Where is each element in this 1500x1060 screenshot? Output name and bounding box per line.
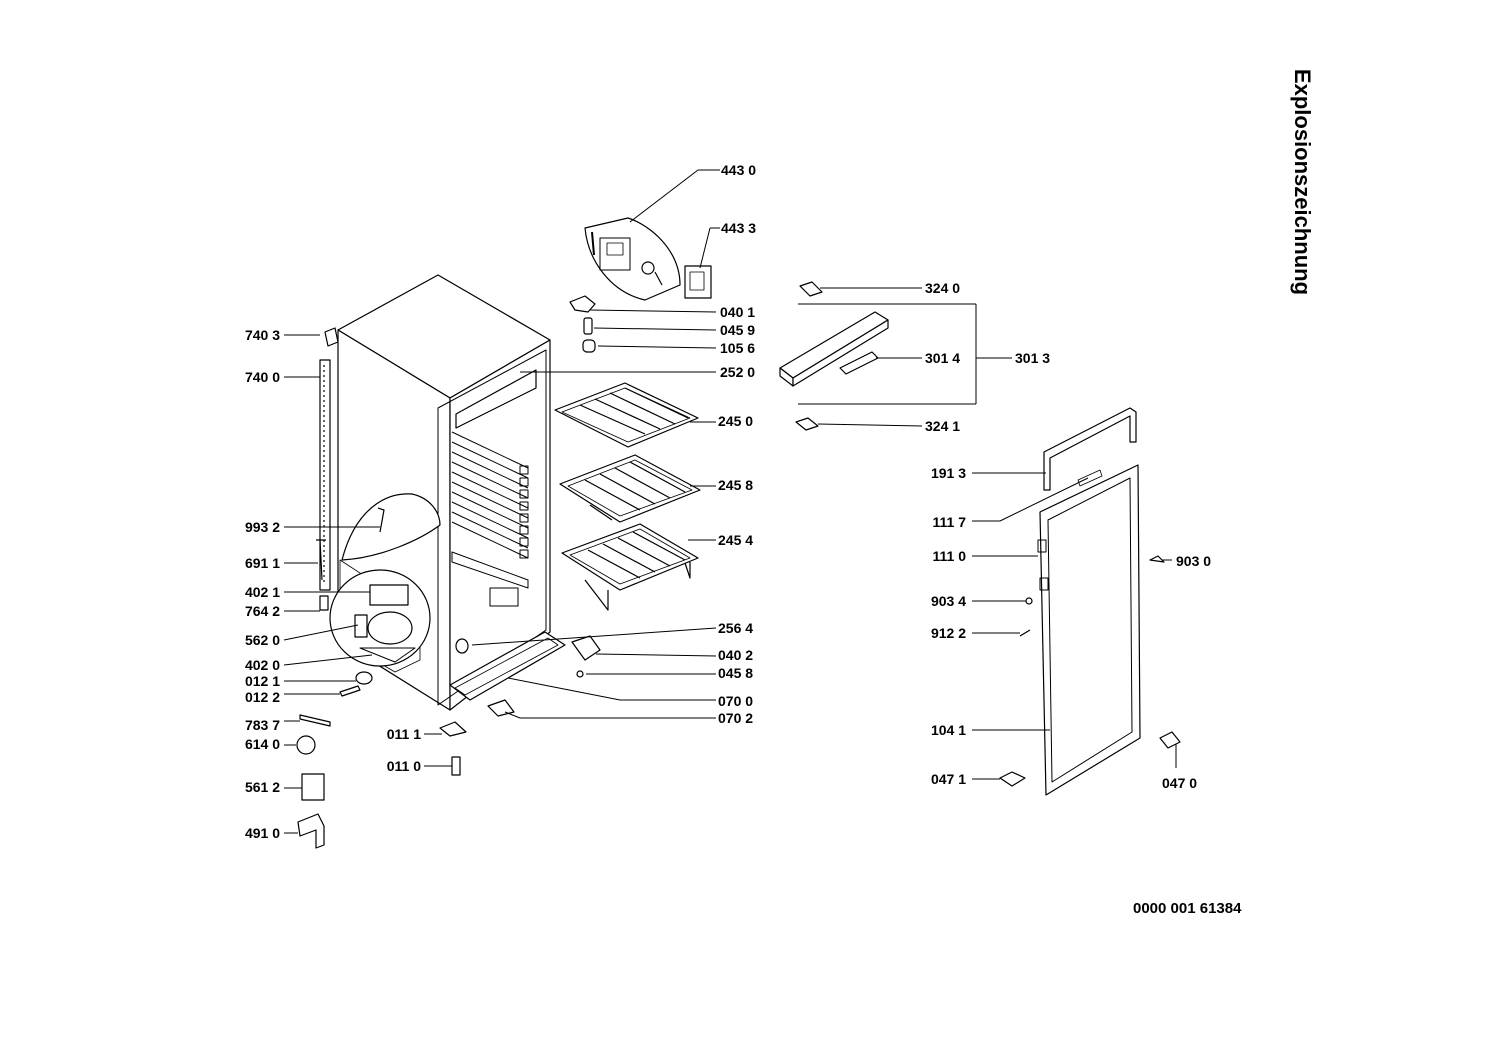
part-label: 011 1: [386, 726, 421, 742]
part-label: 783 7: [244, 717, 280, 733]
condenser: [319, 327, 339, 591]
part-label: 740 3: [244, 327, 280, 343]
thermostat-assembly: [584, 217, 712, 301]
part-label: 252 0: [720, 364, 756, 380]
part-label: 070 2: [718, 710, 754, 726]
part-label: 245 0: [718, 413, 754, 429]
part-label: 047 0: [1162, 775, 1198, 791]
part-label: 301 3: [1015, 350, 1051, 366]
part-label: 324 1: [925, 418, 961, 434]
part-label: 040 1: [720, 304, 756, 320]
part-label: 047 1: [930, 771, 966, 787]
part-label: 562 0: [244, 632, 280, 648]
part-label: 012 2: [244, 689, 280, 705]
compressor-detail: [329, 569, 431, 667]
part-label: 740 0: [244, 369, 280, 385]
door-gasket: [1043, 407, 1137, 491]
part-label: 443 3: [721, 220, 757, 236]
small-parts-040-1-045-9-105-6: [569, 295, 596, 353]
part-label: 614 0: [244, 736, 280, 752]
part-label: 245 8: [718, 477, 754, 493]
part-label: 402 1: [244, 584, 280, 600]
part-label: 691 1: [244, 555, 280, 571]
part-label: 491 0: [244, 825, 280, 841]
part-label: 045 9: [720, 322, 756, 338]
part-label: 012 1: [244, 673, 280, 689]
leader-lines: [283, 169, 1177, 834]
part-label: 993 2: [244, 519, 280, 535]
detail-circle-993-2: [341, 493, 441, 561]
part-label: 903 0: [1176, 553, 1212, 569]
part-label: 903 4: [930, 593, 966, 609]
document-number: 0000 001 61384: [1133, 900, 1242, 917]
part-label: 324 0: [925, 280, 961, 296]
shelf-245-8: [559, 454, 701, 523]
part-label: 111 0: [932, 548, 967, 564]
part-label: 301 4: [925, 350, 961, 366]
part-label: 256 4: [718, 620, 754, 636]
drawing-title: Explosionszeichnung: [1290, 68, 1315, 296]
part-label: 104 1: [930, 722, 966, 738]
part-label: 561 2: [244, 779, 280, 795]
part-label: 040 2: [718, 647, 754, 663]
door-small-parts: [999, 555, 1181, 787]
part-label: 111 7: [932, 514, 967, 530]
evaporator-plates: [451, 431, 529, 559]
small-left-parts: [296, 539, 601, 849]
part-label: 011 0: [386, 758, 421, 774]
part-label: 764 2: [244, 603, 280, 619]
part-label: 245 4: [718, 532, 754, 548]
part-label: 443 0: [721, 162, 757, 178]
shelf-245-4: [561, 523, 699, 611]
part-label: 912 2: [930, 625, 966, 641]
shelf-245-0: [554, 382, 699, 448]
part-label: 070 0: [718, 693, 754, 709]
part-label: 402 0: [244, 657, 280, 673]
part-label: 105 6: [720, 340, 756, 356]
door: [1037, 464, 1141, 796]
handle-assembly: [779, 281, 889, 431]
part-label: 191 3: [930, 465, 966, 481]
part-label: 045 8: [718, 665, 754, 681]
